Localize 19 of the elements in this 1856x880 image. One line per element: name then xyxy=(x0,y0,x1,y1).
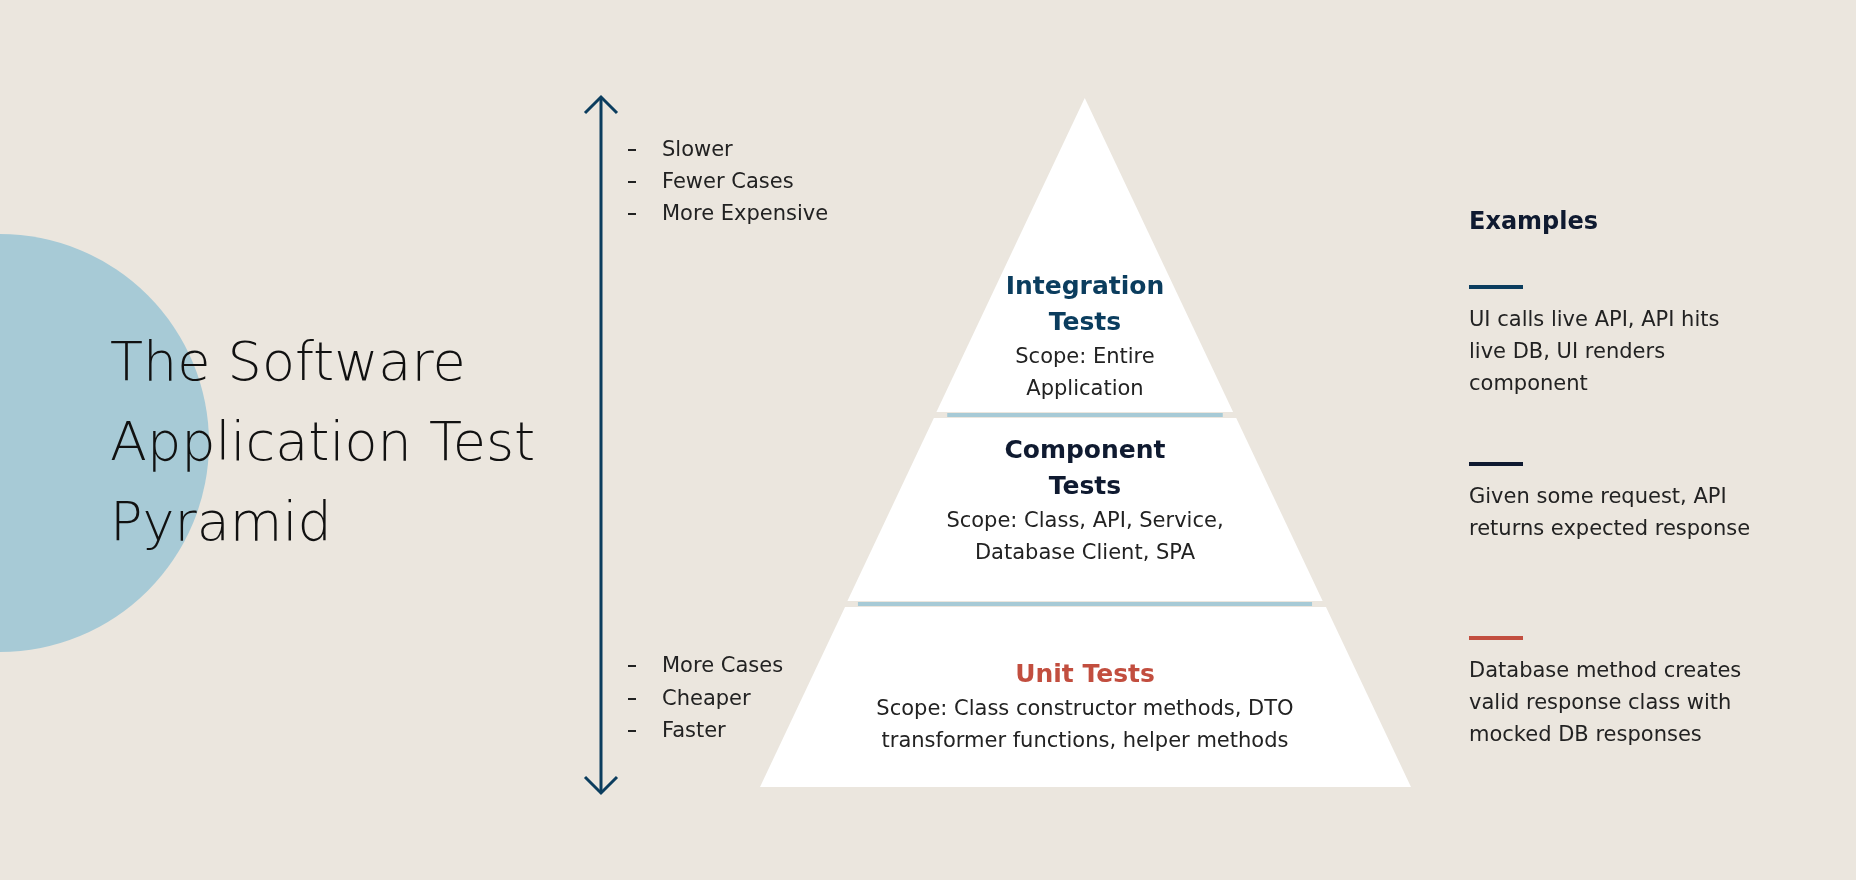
list-item: Cheaper xyxy=(662,685,751,712)
section-heading: Examples xyxy=(1469,206,1599,236)
tier-description: Scope: Class constructor methods, DTO transformer functions, helper methods xyxy=(875,695,1295,754)
list-item: Slower xyxy=(662,136,733,163)
tier-description: Scope: Class, API, Service, Database Client, SPA xyxy=(945,507,1225,566)
example-text: Given some request, API returns expected response xyxy=(1469,483,1752,542)
example-text: Database method creates valid response class with mocked DB responses xyxy=(1469,657,1743,748)
tier-description: Scope: Entire Application xyxy=(1014,343,1156,402)
list-item: Faster xyxy=(662,717,726,744)
tier-heading: Integration Tests xyxy=(1005,270,1165,338)
example-text: UI calls live API, API hits live DB, UI renders component xyxy=(1469,306,1721,397)
title: The Software Application Test Pyramid xyxy=(110,329,537,555)
pyramid-tier xyxy=(935,98,1235,415)
list-item: More Cases xyxy=(662,652,784,679)
pyramid-tier xyxy=(845,415,1325,604)
list-item: More Expensive xyxy=(662,200,829,227)
tier-heading: Unit Tests xyxy=(1015,658,1155,690)
tier-heading: Component Tests xyxy=(1003,434,1167,502)
list-item: Fewer Cases xyxy=(662,168,794,195)
